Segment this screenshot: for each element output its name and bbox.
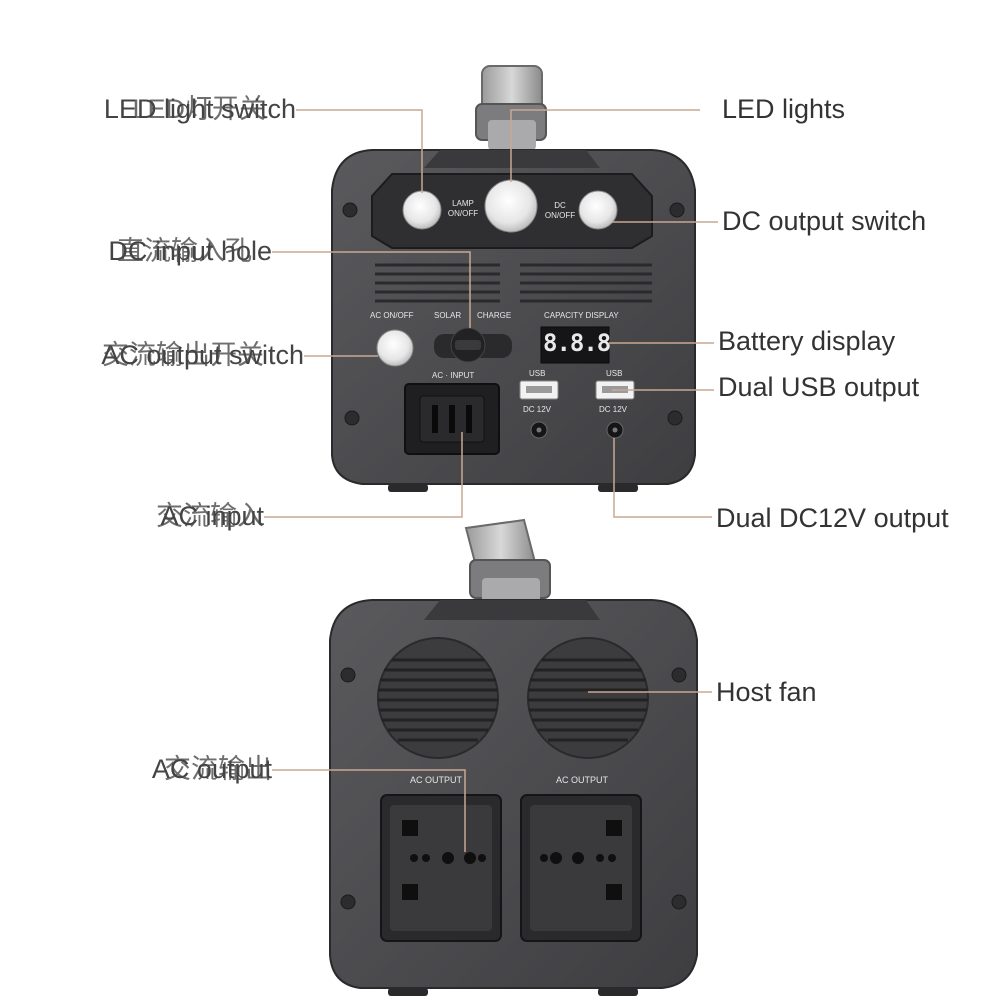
ac-switch-label: AC ON/OFF (370, 311, 414, 320)
bottom-unit (329, 518, 698, 996)
callout-led-light-switch: LED灯开关 LED light switch (60, 96, 296, 126)
callout-ac-output-switch-en: AC output switch (101, 340, 304, 370)
callout-dc-input-hole-zh: 直流输入孔 (117, 236, 252, 266)
lamp-switch-label: LAMP ON/OFF (441, 199, 485, 219)
top-unit (331, 65, 696, 492)
led-lamp (484, 179, 538, 233)
dc12v-label-2: DC 12V (599, 405, 628, 414)
callout-ac-output-zh: 交流输出 (164, 754, 272, 784)
ac-input-label-part1: AC (432, 371, 444, 380)
callout-dc-input-hole: 直流输入孔 DC input hole (60, 238, 272, 268)
callout-ac-input-zh: 交流输入 (156, 501, 264, 531)
fan-left (377, 637, 499, 759)
ac-input-label: AC · INPUT (432, 371, 474, 380)
lamp-label-line1: LAMP (452, 199, 474, 208)
ac-input-dot: · (445, 371, 449, 380)
callout-dc-output-switch: DC output switch (722, 206, 927, 236)
fan-right (527, 637, 649, 759)
callout-dual-usb-output: Dual USB output (718, 372, 920, 402)
leader-lines (264, 109, 718, 852)
callout-led-lights: LED lights (722, 94, 846, 124)
dc-switch-button[interactable] (578, 190, 618, 230)
dc12v-label-1: DC 12V (523, 405, 552, 414)
solar-label: SOLAR (434, 311, 462, 320)
callout-dc-input-hole-en: DC input hole (108, 236, 272, 266)
top-vents (375, 263, 652, 303)
callout-ac-output-switch-zh: 交流输出开关 (102, 340, 264, 370)
callout-led-light-switch-en: LED light switch (103, 94, 296, 124)
lamp-switch-button[interactable] (402, 190, 442, 230)
capacity-display (540, 326, 610, 364)
lamp-label-line2: ON/OFF (447, 209, 479, 218)
callout-dual-dc12v-output: Dual DC12V output (716, 503, 949, 533)
dc-label-line1: DC (554, 201, 566, 210)
usb-label-1: USB (529, 369, 546, 378)
display-digits: 8.8.8 (543, 329, 611, 357)
callout-ac-output-en: AC output (151, 754, 272, 784)
dc-label-line2: ON/OFF (544, 211, 576, 220)
ac-switch-button[interactable] (376, 329, 414, 367)
usb-label-2: USB (606, 369, 623, 378)
callout-ac-output-switch: 交流输出开关 AC output switch (40, 342, 304, 372)
dc-switch-label: DC ON/OFF (540, 201, 580, 221)
ac-output-label-1: AC OUTPUT (410, 775, 463, 785)
capacity-label: CAPACITY DISPLAY (544, 311, 619, 320)
charge-label: CHARGE (477, 311, 512, 320)
callout-ac-input: 交流输入 AC input (100, 503, 264, 533)
bottom-handle (464, 518, 551, 604)
ac-outlet-1[interactable] (380, 794, 502, 942)
ac-input-label-part2: INPUT (450, 371, 475, 380)
callout-ac-input-en: AC input (160, 501, 264, 531)
callout-battery-display: Battery display (718, 326, 896, 356)
callout-ac-output: 交流输出 AC output (100, 756, 272, 786)
callout-led-light-switch-zh: LED灯开关 (132, 94, 266, 124)
ac-outlet-2[interactable] (520, 794, 642, 942)
callout-host-fan: Host fan (716, 677, 817, 707)
ac-output-label-2: AC OUTPUT (556, 775, 609, 785)
